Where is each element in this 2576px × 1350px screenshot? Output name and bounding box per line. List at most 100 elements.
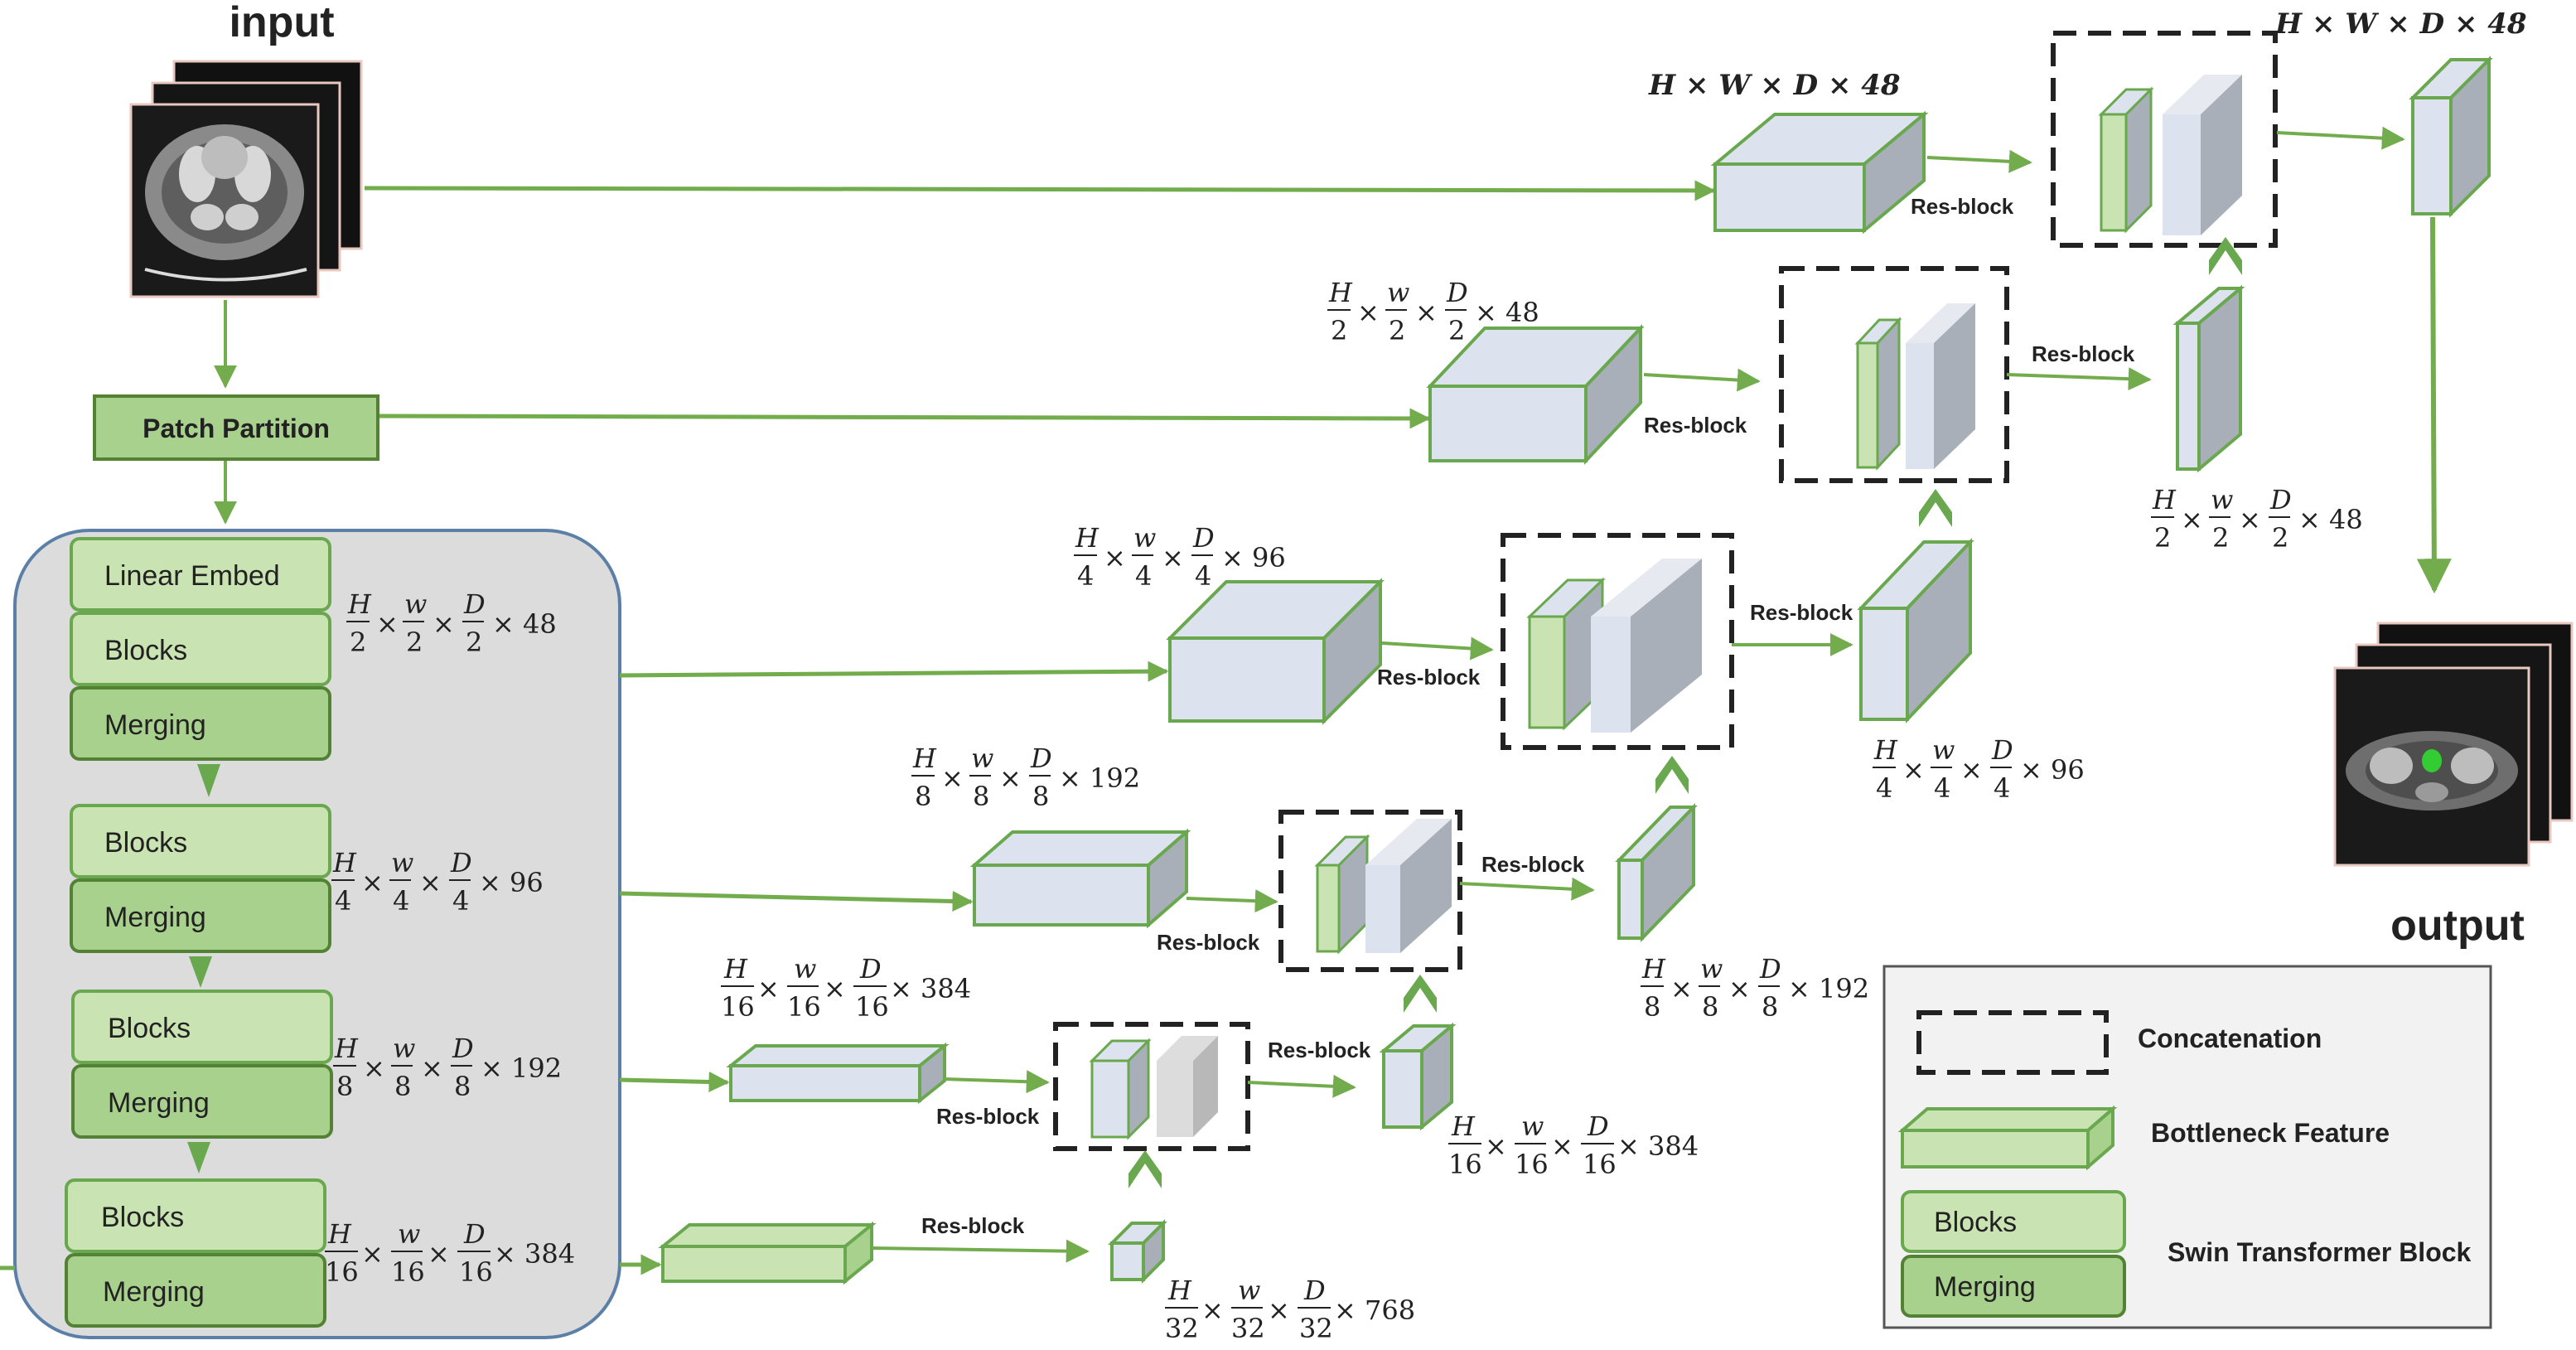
svg-text:4: 4 bbox=[1934, 772, 1950, 804]
svg-text:H: H bbox=[1328, 277, 1353, 308]
svg-text:×: × bbox=[1201, 1294, 1224, 1326]
output-title: output bbox=[2390, 902, 2525, 950]
svg-text:× 384: × 384 bbox=[494, 1238, 575, 1270]
res-arrow-2 bbox=[1381, 636, 1494, 660]
svg-text:4: 4 bbox=[452, 885, 469, 917]
svg-text:8: 8 bbox=[915, 781, 931, 812]
svg-text:16: 16 bbox=[1448, 1149, 1482, 1180]
output-ct-stack bbox=[2333, 622, 2574, 867]
svg-text:2: 2 bbox=[466, 627, 482, 658]
dim-quarter-96-a: H4 × w4 × D4 × 96 bbox=[1074, 522, 1286, 592]
svg-text:× 48: × 48 bbox=[1475, 297, 1539, 328]
concat-out-arrow-3 bbox=[1459, 877, 1595, 901]
svg-text:H: H bbox=[334, 1033, 359, 1064]
svg-text:×: × bbox=[1728, 973, 1751, 1004]
input-title: input bbox=[229, 0, 334, 46]
svg-text:D: D bbox=[463, 1218, 486, 1250]
svg-text:w: w bbox=[1238, 1275, 1260, 1306]
dim-quarter-96-b: H4 × w4 × D4 × 96 bbox=[1873, 734, 2085, 804]
svg-text:×: × bbox=[376, 608, 399, 640]
dim-enc-sixteenth-384: H16 × w16 × D16 × 384 bbox=[325, 1218, 575, 1288]
decoder-cube-sixteenth-384 bbox=[1379, 1022, 1457, 1131]
svg-text:16: 16 bbox=[1515, 1149, 1549, 1180]
svg-text:w: w bbox=[1932, 734, 1955, 766]
svg-text:D: D bbox=[2269, 484, 2292, 515]
svg-text:2: 2 bbox=[406, 627, 423, 658]
svg-text:H: H bbox=[1075, 522, 1100, 554]
svg-text:4: 4 bbox=[1135, 560, 1152, 592]
concat-slabs-3 bbox=[1314, 819, 1452, 955]
svg-text:4: 4 bbox=[1077, 560, 1094, 592]
svg-text:×: × bbox=[824, 973, 846, 1004]
svg-text:×: × bbox=[363, 1052, 385, 1084]
decoder-cube-quarter-96 bbox=[1857, 537, 1974, 724]
svg-text:8: 8 bbox=[973, 781, 989, 812]
svg-text:16: 16 bbox=[787, 991, 821, 1023]
concat-slabs-2 bbox=[1526, 559, 1702, 733]
dim-eighth-192-b: H8 × w8 × D8 × 192 bbox=[1641, 953, 1869, 1023]
svg-text:w: w bbox=[398, 1218, 420, 1250]
concat-slabs-0 bbox=[2098, 75, 2242, 235]
svg-text:× 384: × 384 bbox=[890, 973, 971, 1004]
svg-text:16: 16 bbox=[1583, 1149, 1617, 1180]
res-block-label-8: Res-block bbox=[1481, 852, 1585, 877]
svg-text:D: D bbox=[450, 847, 472, 878]
chevron-up-icon bbox=[1655, 756, 1689, 794]
legend-blocks-swatch bbox=[1901, 1190, 2126, 1253]
svg-text:×: × bbox=[2181, 504, 2203, 535]
svg-text:H: H bbox=[327, 1218, 352, 1250]
svg-text:w: w bbox=[1133, 522, 1156, 554]
dim-top-bold-2: H × W × D × 48 bbox=[2274, 7, 2527, 41]
svg-text:4: 4 bbox=[1876, 772, 1892, 804]
decoder-cube-eighth-192 bbox=[1615, 803, 1698, 942]
chevron-down-icon bbox=[187, 1142, 210, 1173]
merging-label-1: Merging bbox=[104, 709, 206, 741]
svg-text:32: 32 bbox=[1231, 1313, 1265, 1344]
concat-box-4 bbox=[1053, 1022, 1250, 1151]
bottleneck-cube bbox=[658, 1221, 877, 1285]
svg-text:×: × bbox=[428, 1238, 450, 1270]
dim-sixteenth-384-a: H16 × w16 × D16 × 384 bbox=[721, 953, 971, 1023]
blocks-label-3: Blocks bbox=[108, 1013, 191, 1044]
svg-text:×: × bbox=[1670, 973, 1693, 1004]
feature-cube-half-48 bbox=[1426, 323, 1645, 466]
chevron-up-icon bbox=[1129, 1150, 1162, 1188]
svg-text:4: 4 bbox=[393, 885, 409, 917]
svg-text:32: 32 bbox=[1165, 1313, 1199, 1344]
svg-text:H: H bbox=[2152, 484, 2177, 515]
svg-text:w: w bbox=[971, 743, 993, 774]
skip-line-3 bbox=[619, 890, 974, 912]
svg-text:× 96: × 96 bbox=[2020, 754, 2085, 786]
linear-embed-label: Linear Embed bbox=[104, 560, 280, 592]
svg-text:w: w bbox=[1700, 953, 1723, 985]
dim-sixteenth-384-b: H16 × w16 × D16 × 384 bbox=[1448, 1110, 1699, 1180]
res-block-label-6: Res-block bbox=[2032, 341, 2135, 366]
concat-out-arrow-0 bbox=[2276, 126, 2405, 150]
res-block-label-0: Res-block bbox=[1911, 194, 2014, 219]
svg-text:×: × bbox=[1415, 297, 1438, 328]
svg-text:×: × bbox=[1960, 754, 1983, 786]
svg-text:w: w bbox=[1521, 1110, 1544, 1142]
svg-text:D: D bbox=[1759, 953, 1781, 985]
svg-text:H: H bbox=[1167, 1275, 1192, 1306]
svg-text:4: 4 bbox=[1195, 560, 1211, 592]
svg-text:w: w bbox=[794, 953, 816, 985]
svg-text:×: × bbox=[757, 973, 780, 1004]
res-block-label-5: Res-block bbox=[921, 1213, 1025, 1238]
legend-bottleneck-label: Bottleneck Feature bbox=[2151, 1118, 2390, 1148]
res-arrow-0 bbox=[1926, 149, 2032, 173]
svg-text:D: D bbox=[1446, 277, 1468, 308]
svg-text:×: × bbox=[1485, 1130, 1507, 1162]
svg-text:× 192: × 192 bbox=[1059, 762, 1140, 794]
svg-text:2: 2 bbox=[1389, 315, 1405, 346]
skip-line-2 bbox=[619, 660, 1169, 682]
svg-text:2: 2 bbox=[2212, 522, 2229, 554]
svg-text:16: 16 bbox=[855, 991, 889, 1023]
svg-text:× 192: × 192 bbox=[481, 1052, 562, 1084]
res-block-label-3: Res-block bbox=[1157, 930, 1260, 955]
res-arrow-1 bbox=[1643, 368, 1761, 392]
chevron-up-icon bbox=[1919, 489, 1952, 527]
dim-enc-half-48: H2 × w2 × D2 × 48 bbox=[346, 588, 557, 658]
svg-text:D: D bbox=[859, 953, 882, 985]
svg-text:16: 16 bbox=[459, 1256, 493, 1288]
